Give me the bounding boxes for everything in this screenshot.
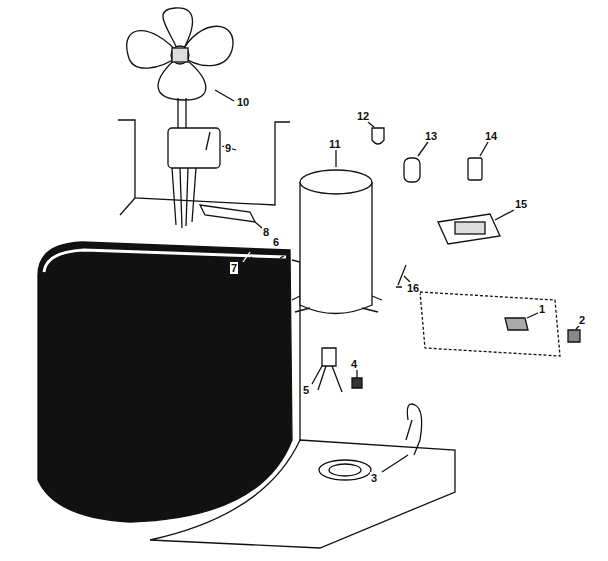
callout-number: 13	[424, 130, 438, 142]
callout-number: 12	[356, 110, 370, 122]
callout-number: 2	[578, 314, 586, 326]
callout-number: 11	[328, 138, 342, 150]
callout-number: 3	[370, 472, 378, 484]
callout-number: 10	[236, 96, 250, 108]
callout-number: 16	[406, 282, 420, 294]
callout-number: 5	[302, 384, 310, 396]
callout-number: 7	[230, 262, 238, 274]
base-pan	[150, 440, 455, 548]
compressor	[292, 150, 382, 314]
fan-motor	[118, 98, 290, 228]
callout-number: 15	[514, 198, 528, 210]
fan-blade	[127, 8, 234, 101]
callout-number: 1	[538, 303, 546, 315]
callout-number: 9	[224, 142, 232, 154]
small-parts	[312, 122, 580, 472]
callout-number: 6	[272, 236, 280, 248]
callout-number: 8	[262, 226, 270, 238]
condenser-coil	[38, 242, 300, 522]
callout-number: 14	[484, 130, 498, 142]
callout-number: 4	[350, 358, 358, 370]
